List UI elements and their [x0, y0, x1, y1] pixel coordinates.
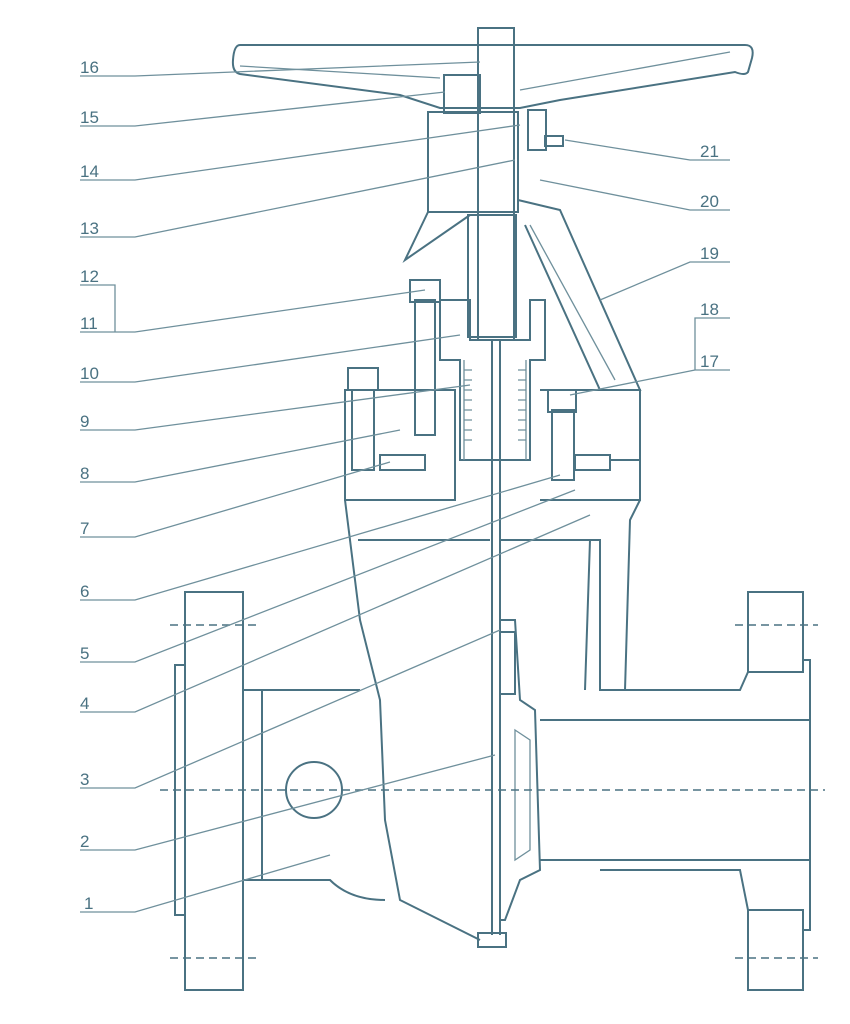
part-label: 5 — [80, 644, 89, 663]
wedge — [500, 619, 542, 921]
part-label: 10 — [80, 364, 99, 383]
right-part-labels: 21 20 19 18 17 — [700, 142, 719, 371]
part-label: 9 — [80, 412, 89, 431]
left-part-labels: 16 15 14 13 12 11 10 9 8 7 6 5 4 3 2 1 — [80, 58, 99, 913]
part-label: 16 — [80, 58, 99, 77]
part-label: 4 — [80, 694, 89, 713]
part-label: 19 — [700, 244, 719, 263]
part-label: 12 — [80, 267, 99, 286]
part-label: 18 — [700, 300, 719, 319]
part-label: 14 — [80, 162, 99, 181]
part-label: 7 — [80, 519, 89, 538]
part-label: 20 — [700, 192, 719, 211]
handwheel — [231, 44, 754, 109]
valve-drawing — [160, 27, 825, 991]
part-label: 15 — [80, 108, 99, 127]
part-label: 13 — [80, 219, 99, 238]
part-label: 3 — [80, 770, 89, 789]
bonnet — [344, 389, 641, 501]
part-label: 1 — [84, 894, 93, 913]
part-label: 8 — [80, 464, 89, 483]
part-label: 17 — [700, 352, 719, 371]
part-label: 6 — [80, 582, 89, 601]
leader-lines — [80, 61, 730, 913]
right-flange — [747, 591, 804, 673]
part-label: 21 — [700, 142, 719, 161]
part-label: 2 — [80, 832, 89, 851]
stem — [477, 27, 515, 341]
yoke-sleeve — [427, 111, 519, 213]
part-label: 11 — [80, 314, 98, 333]
left-flange — [184, 591, 244, 991]
